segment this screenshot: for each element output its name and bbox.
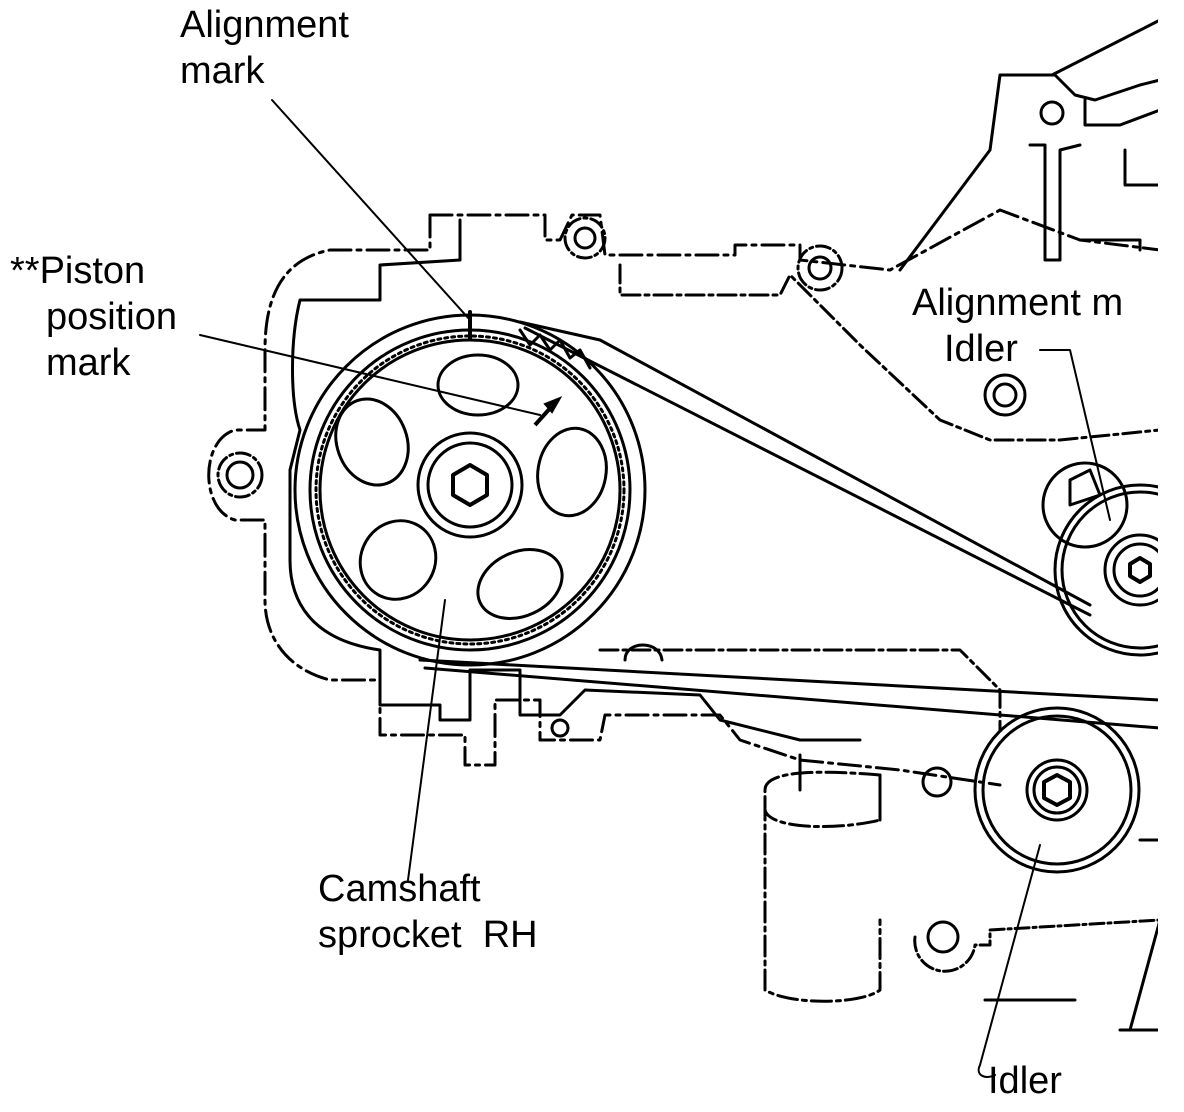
label-line: Alignment (180, 4, 349, 46)
timing-cover-outline (207, 208, 1162, 787)
bracket-bolt-hole (1039, 100, 1065, 126)
label-line: **Piston (10, 250, 146, 292)
mount-hole-bottom-3-ring (913, 918, 1162, 973)
timing-cover-inner (288, 218, 862, 742)
mount-hole-top-2 (807, 255, 833, 281)
label-line: mark (46, 342, 131, 384)
label-line: Idler (988, 1060, 1062, 1102)
leader-piston-mark (199, 334, 541, 416)
label-idler-lower: Idler (988, 1058, 1062, 1104)
lower-housing-edge (798, 753, 1162, 1032)
mount-hole-top-1-ring (563, 216, 607, 260)
leader-alignment-mark (271, 99, 471, 321)
leader-idler-upper (1039, 349, 1111, 521)
mount-hole-left-ring (216, 451, 264, 499)
mount-hole-top-2-ring (796, 244, 844, 292)
lower-idler (973, 706, 1141, 874)
cover-channel-lower (598, 648, 1002, 732)
label-idler-upper: Idler (944, 326, 1018, 372)
leader-idler-lower (977, 844, 1041, 1078)
label-line: mark (180, 50, 265, 92)
piston-mark-arrow (533, 396, 563, 427)
lower-housing (763, 770, 882, 1003)
camshaft-sprocket (293, 310, 647, 667)
label-piston-position-mark: **Piston position mark (10, 248, 177, 386)
mount-hole-left (225, 460, 255, 490)
small-clip (623, 643, 664, 662)
label-alignment-mark-right: Alignment m (912, 280, 1123, 326)
label-line: sprocket RH (318, 914, 538, 956)
mount-hole-mid (992, 382, 1018, 408)
cover-channel-upper (618, 263, 1162, 442)
bracket-leader (1050, 18, 1162, 77)
crop-edge (1158, 0, 1184, 1112)
label-camshaft-sprocket: Camshaft sprocket RH (318, 866, 538, 958)
mount-hole-top-1 (573, 226, 597, 250)
mount-hole-bottom-3 (926, 920, 960, 954)
label-line: position (46, 296, 177, 338)
timing-belt-upper (518, 320, 1092, 617)
label-line: Idler (944, 328, 1018, 370)
label-alignment-mark-top: Alignment mark (180, 2, 349, 94)
mount-hole-bottom-2 (921, 766, 953, 798)
upper-bracket (898, 73, 1162, 272)
leader-camshaft (407, 599, 446, 881)
mount-hole-bottom-1 (550, 718, 570, 738)
label-line: Alignment m (912, 282, 1124, 324)
mount-hole-mid-ring (983, 373, 1027, 417)
label-line: Camshaft (318, 868, 481, 910)
